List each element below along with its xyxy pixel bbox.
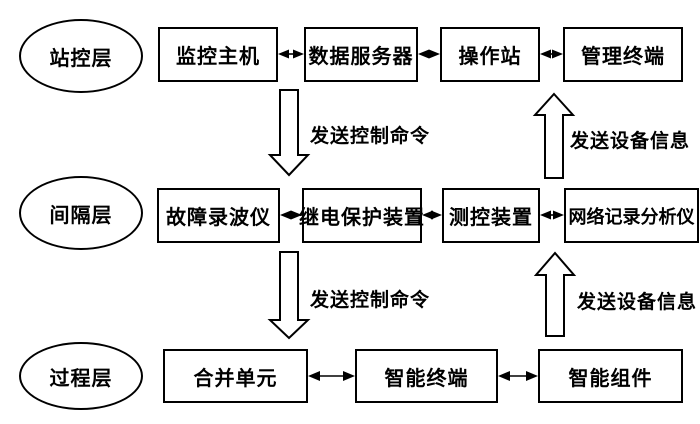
up-arrow-device-info-2 — [533, 251, 577, 337]
node-network-record-analyzer: 网络记录分析仪 — [564, 188, 699, 243]
flow-label-send-control-command-2: 发送控制命令 — [310, 290, 431, 311]
node-label: 网络记录分析仪 — [568, 206, 695, 227]
layer-ellipse-station-control: 站控层 — [19, 19, 143, 93]
node-monitoring-host: 监控主机 — [158, 27, 278, 82]
node-label: 数据服务器 — [308, 46, 414, 68]
layer-label: 站控层 — [49, 47, 113, 70]
node-label: 操作站 — [458, 46, 522, 68]
node-fault-recorder: 故障录波仪 — [157, 188, 280, 243]
down-arrow-control-command-2 — [267, 251, 311, 340]
layer-label: 过程层 — [49, 367, 113, 390]
layer-ellipse-bay: 间隔层 — [19, 176, 143, 250]
node-intelligent-terminal: 智能终端 — [355, 349, 498, 403]
link-row1-3 — [540, 49, 563, 59]
node-label: 继电保护装置 — [299, 207, 425, 229]
link-row3-2 — [498, 371, 538, 381]
link-row2-2 — [422, 210, 442, 220]
layer-label: 间隔层 — [49, 204, 113, 227]
link-row1-1 — [278, 49, 304, 59]
link-row2-3 — [540, 210, 564, 220]
node-management-terminal: 管理终端 — [563, 27, 683, 82]
up-arrow-device-info-1 — [532, 92, 576, 179]
link-row3-1 — [308, 371, 355, 381]
node-intelligent-component: 智能组件 — [538, 349, 683, 403]
node-operator-station: 操作站 — [440, 27, 540, 82]
node-label: 测控装置 — [449, 207, 533, 229]
flow-label-send-control-command-1: 发送控制命令 — [310, 126, 431, 147]
node-measure-control-device: 测控装置 — [442, 188, 540, 243]
node-relay-protection-device: 继电保护装置 — [299, 188, 425, 243]
node-label: 合并单元 — [193, 367, 278, 390]
node-label: 故障录波仪 — [166, 207, 271, 229]
node-label: 管理终端 — [581, 46, 665, 68]
node-label: 智能组件 — [568, 367, 653, 390]
flow-label-send-device-info-1: 发送设备信息 — [570, 131, 691, 152]
node-merging-unit: 合并单元 — [163, 349, 308, 403]
down-arrow-control-command-1 — [267, 89, 311, 177]
node-label: 智能终端 — [384, 367, 469, 390]
link-row1-2 — [418, 49, 440, 59]
node-data-server: 数据服务器 — [304, 27, 418, 82]
layer-ellipse-process: 过程层 — [19, 342, 143, 410]
node-label: 监控主机 — [176, 46, 260, 68]
flow-label-send-device-info-2: 发送设备信息 — [577, 292, 698, 313]
